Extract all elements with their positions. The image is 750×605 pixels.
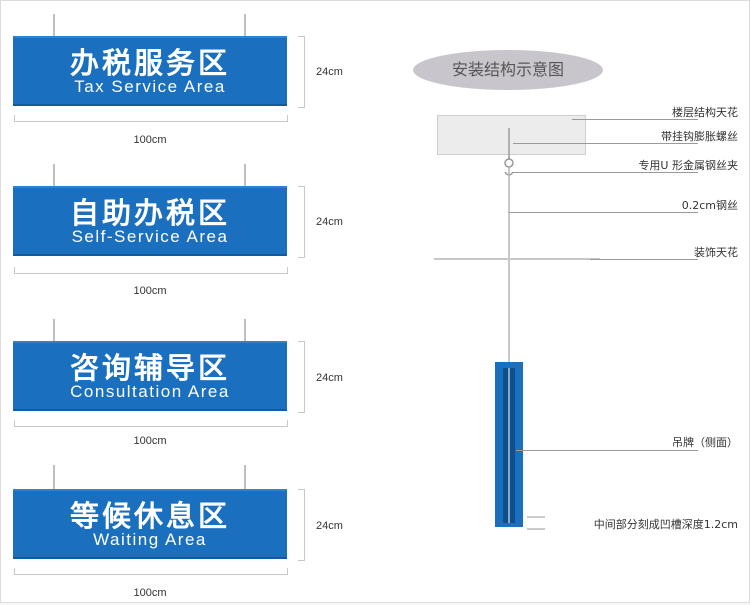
callout-line-wire bbox=[509, 212, 698, 213]
width-label: 100cm bbox=[133, 134, 167, 146]
hanger-wire-left bbox=[53, 164, 55, 186]
sign-title-en: Self-Service Area bbox=[71, 227, 229, 246]
sign-group-tax-service: 办税服务区 Tax Service Area 24cm 100cm bbox=[0, 14, 370, 154]
label-wire: 0.2cm钢丝 bbox=[681, 199, 738, 212]
sign-consultation: 咨询辅导区 Consultation Area bbox=[13, 341, 287, 411]
height-label: 24cm bbox=[316, 372, 343, 384]
width-dimension-bracket bbox=[14, 420, 288, 427]
width-label: 100cm bbox=[133, 285, 167, 297]
callout-line-ceiling bbox=[590, 259, 698, 260]
sign-title-en: Consultation Area bbox=[70, 382, 230, 401]
height-dimension-bracket bbox=[298, 489, 305, 561]
sign-self-service: 自助办税区 Self-Service Area bbox=[13, 186, 287, 256]
label-floor-slab: 楼层结构天花 bbox=[672, 106, 738, 119]
hanger-wire-right bbox=[244, 465, 246, 489]
width-dimension-bracket bbox=[14, 115, 288, 122]
label-groove: 中间部分刻成凹槽深度1.2cm bbox=[593, 518, 738, 531]
width-label: 100cm bbox=[133, 587, 167, 599]
height-label: 24cm bbox=[316, 520, 343, 532]
width-dimension-bracket bbox=[14, 568, 288, 575]
sign-title-cn: 办税服务区 bbox=[69, 46, 230, 80]
hanger-wire-right bbox=[244, 14, 246, 36]
hanger-wire-left bbox=[53, 14, 55, 36]
width-dimension-bracket bbox=[14, 267, 288, 274]
sign-waiting: 等候休息区 Waiting Area bbox=[13, 489, 287, 559]
hanger-wire-left bbox=[53, 319, 55, 341]
height-label: 24cm bbox=[316, 66, 343, 78]
diagram-title: 安装结构示意图 bbox=[413, 50, 603, 90]
sign-group-waiting: 等候休息区 Waiting Area 24cm 100cm bbox=[0, 465, 370, 605]
callout-line-hook-bolt bbox=[513, 143, 698, 144]
floor-slab bbox=[437, 115, 586, 155]
height-dimension-bracket bbox=[298, 36, 305, 108]
hanger-wire-right bbox=[244, 319, 246, 341]
height-label: 24cm bbox=[316, 216, 343, 228]
label-ceiling: 装饰天花 bbox=[694, 246, 738, 259]
sign-group-consultation: 咨询辅导区 Consultation Area 24cm 100cm bbox=[0, 319, 370, 459]
sign-tax-service: 办税服务区 Tax Service Area bbox=[13, 36, 287, 106]
hanger-wire-left bbox=[53, 465, 55, 489]
sign-title-en: Waiting Area bbox=[93, 530, 207, 549]
callout-line-floor-slab bbox=[572, 119, 698, 120]
sign-title-cn: 等候休息区 bbox=[69, 499, 230, 533]
label-hook-bolt: 带挂钩膨胀螺丝 bbox=[661, 130, 738, 143]
callout-line-u-clamp bbox=[513, 172, 698, 173]
height-dimension-bracket bbox=[298, 341, 305, 413]
hanger-wire-right bbox=[244, 164, 246, 186]
sign-title-cn: 咨询辅导区 bbox=[69, 351, 230, 385]
label-sign-side: 吊牌（侧面） bbox=[672, 436, 738, 449]
sign-title-en: Tax Service Area bbox=[74, 77, 226, 96]
height-dimension-bracket bbox=[298, 186, 305, 258]
sign-title-cn: 自助办税区 bbox=[69, 196, 230, 230]
label-u-clamp: 专用U 形金属钢丝夹 bbox=[638, 159, 738, 172]
width-label: 100cm bbox=[133, 435, 167, 447]
hook-icon bbox=[504, 158, 514, 168]
sign-group-self-service: 自助办税区 Self-Service Area 24cm 100cm bbox=[0, 164, 370, 304]
callout-line-sign-side bbox=[516, 450, 698, 451]
